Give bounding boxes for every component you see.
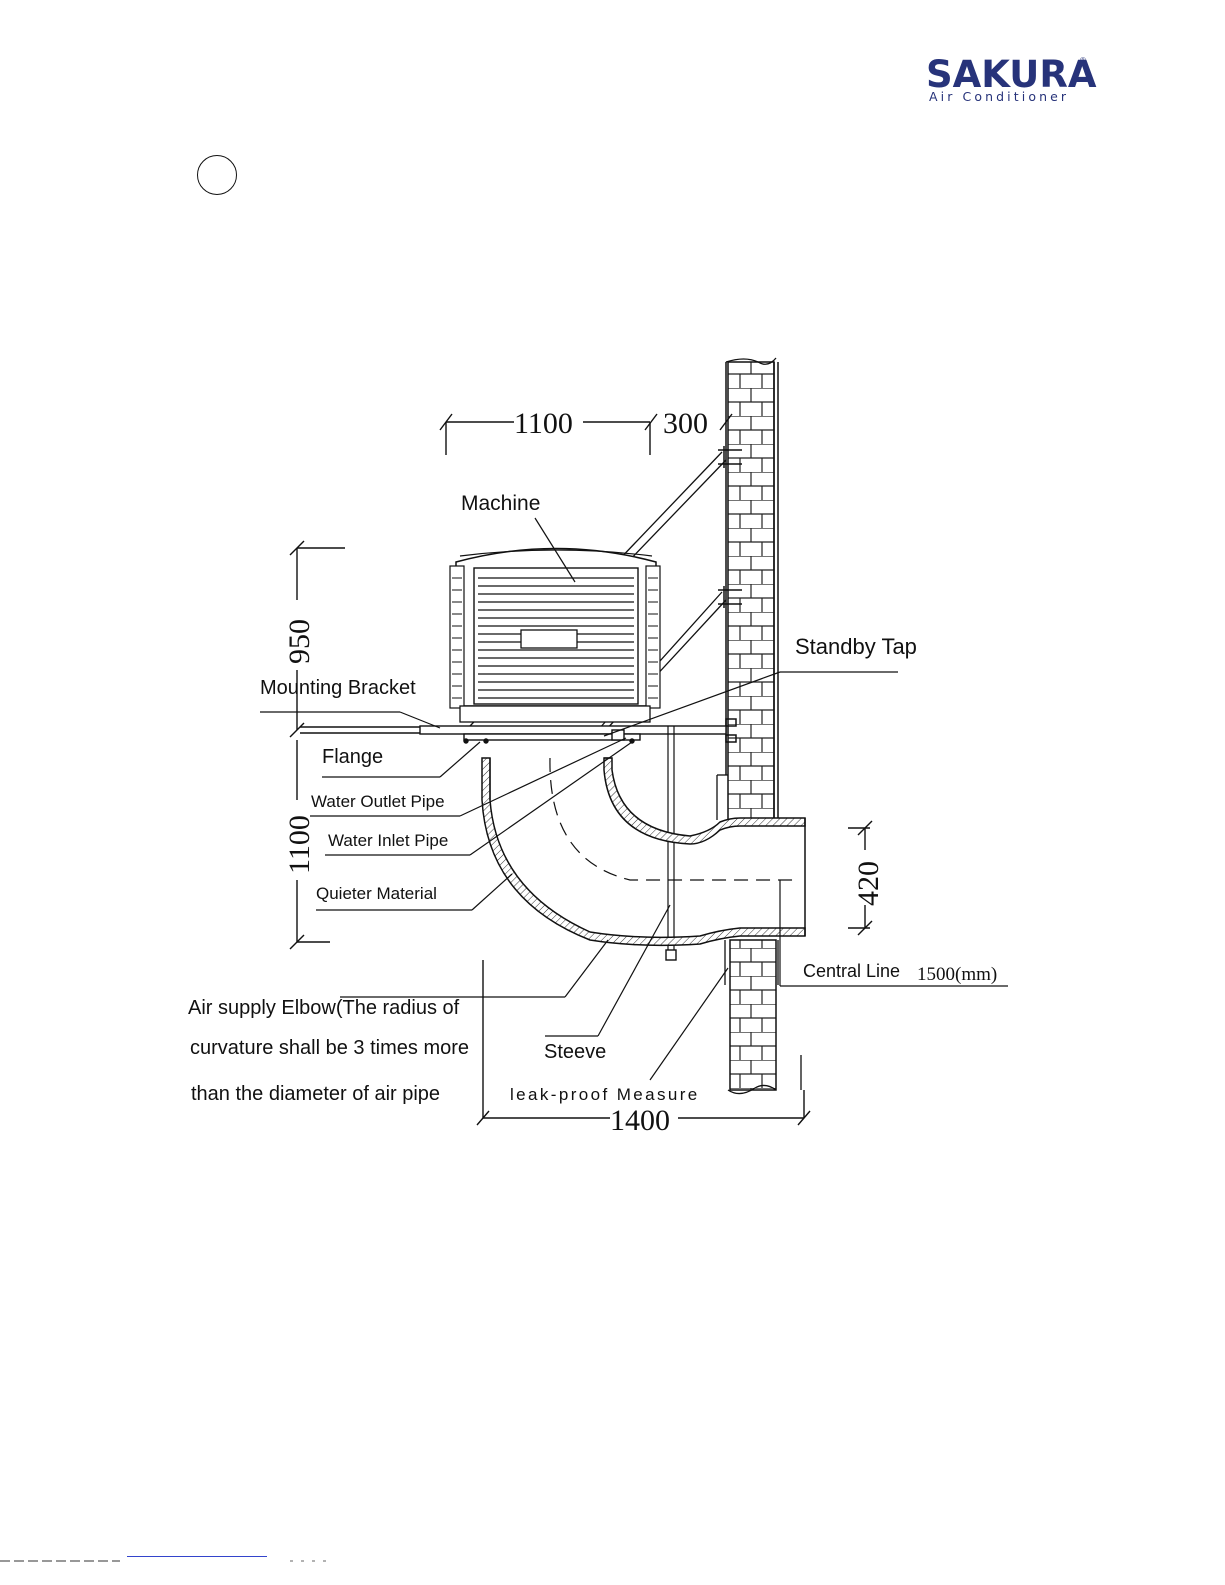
footer-residue	[0, 1558, 340, 1564]
brick-wall-lower	[725, 940, 801, 1094]
label-flange: Flange	[322, 746, 383, 768]
label-air-supply-elbow-line1: Air supply Elbow(The radius of	[188, 997, 460, 1019]
dim-duct-diameter: 420	[852, 861, 885, 906]
label-water-inlet-pipe: Water Inlet Pipe	[328, 831, 448, 850]
dim-machine-width: 1100	[514, 407, 573, 440]
dim-machine-height: 950	[283, 619, 316, 664]
label-air-supply-elbow-line3: than the diameter of air pipe	[191, 1083, 440, 1105]
label-mounting-bracket: Mounting Bracket	[260, 677, 416, 699]
label-leak-proof-measure: leak-proof Measure	[510, 1085, 700, 1104]
label-air-supply-elbow-line2: curvature shall be 3 times more	[190, 1037, 469, 1059]
dim-total-length: 1500(mm)	[917, 964, 997, 985]
label-quieter-material: Quieter Material	[316, 884, 437, 903]
label-water-outlet-pipe: Water Outlet Pipe	[311, 792, 445, 811]
label-central-line: Central Line	[803, 961, 900, 981]
machine-unit	[450, 549, 660, 723]
dim-bottom-width: 1400	[610, 1104, 670, 1137]
label-standby-tap: Standby Tap	[795, 634, 917, 659]
brick-wall-upper	[717, 358, 778, 820]
footer-link-underline	[127, 1556, 267, 1557]
dim-elbow-height: 1100	[283, 815, 316, 874]
label-steeve: Steeve	[544, 1041, 606, 1063]
dim-gap-to-wall: 300	[663, 407, 708, 440]
label-machine: Machine	[461, 492, 540, 515]
